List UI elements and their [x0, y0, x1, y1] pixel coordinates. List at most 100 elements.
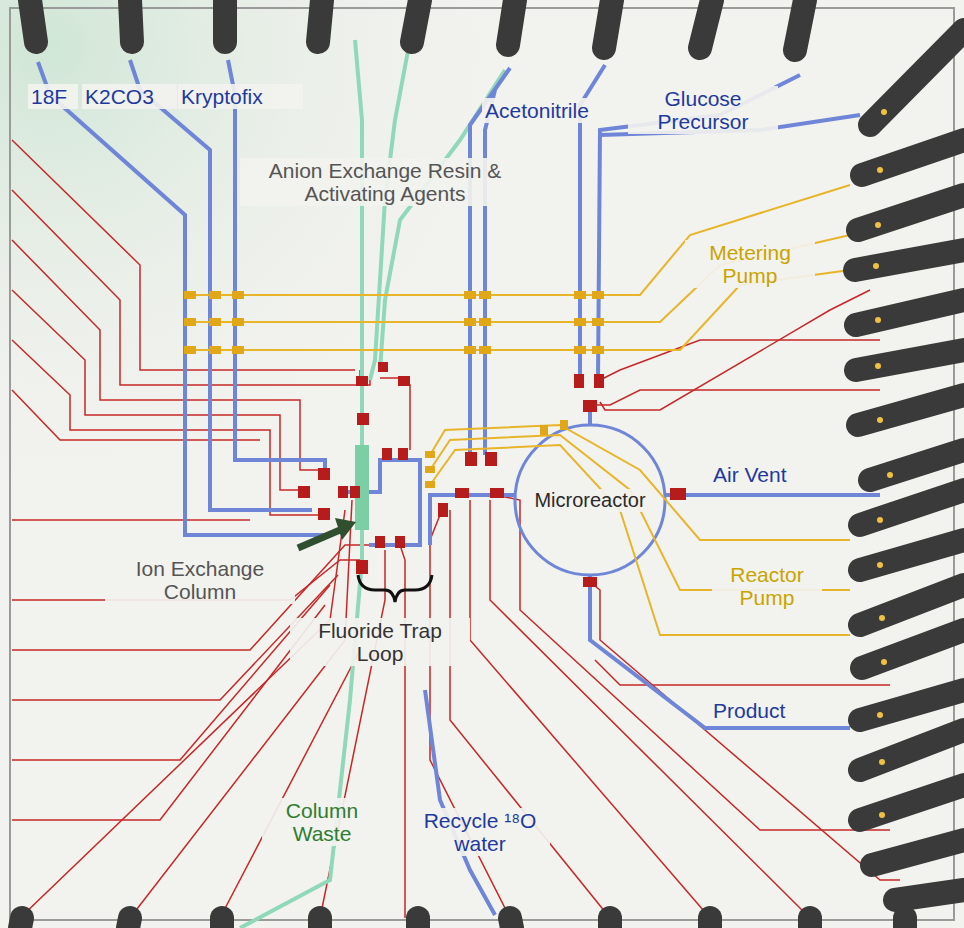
pin-highlight — [877, 167, 883, 173]
fluid-channel — [485, 90, 495, 455]
pump-valve — [592, 346, 604, 354]
control-line — [12, 240, 318, 470]
connector-pin — [700, 0, 712, 48]
connector-pin — [698, 918, 722, 928]
pump-valve — [574, 346, 586, 354]
channel-label: 18F — [28, 84, 78, 109]
valve — [350, 486, 360, 498]
connector-pin — [130, 0, 132, 42]
control-line — [600, 340, 880, 380]
pump-valve — [425, 481, 435, 488]
control-line — [595, 390, 880, 405]
valve — [395, 536, 405, 548]
pin-highlight — [879, 615, 885, 621]
connector-pin — [308, 918, 332, 928]
valve — [382, 448, 392, 460]
channel-label: Reactor Pump — [712, 562, 822, 610]
connector-pin — [862, 140, 964, 175]
pin-highlight — [877, 712, 883, 718]
pump-valve — [464, 318, 476, 326]
pump-valve — [232, 291, 244, 299]
channel-label: Column Waste — [262, 798, 382, 846]
fluid-channel — [425, 690, 495, 915]
valve — [438, 503, 448, 517]
connector-pin — [870, 30, 964, 125]
connector-pin — [128, 918, 130, 928]
control-line — [20, 510, 345, 918]
valve — [298, 486, 310, 498]
pin-highlight — [875, 317, 881, 323]
pump-valve — [184, 318, 196, 326]
valve — [338, 486, 348, 498]
pointer-arrowhead — [335, 518, 356, 540]
connector-pin — [860, 730, 964, 770]
control-line — [450, 510, 610, 918]
bracket — [358, 575, 432, 602]
pump-valve — [574, 291, 586, 299]
pump-valve — [425, 466, 435, 473]
control-line — [12, 390, 260, 440]
pump-valve — [209, 291, 221, 299]
connector-pin — [893, 918, 917, 928]
valve — [375, 536, 385, 548]
fluid-channel — [228, 60, 325, 478]
connector-pin — [20, 0, 964, 928]
fluid-channel — [369, 460, 420, 545]
fluid-channel — [130, 60, 312, 510]
connector-pin — [895, 890, 964, 900]
pump-valve — [232, 318, 244, 326]
connector-pin — [798, 918, 822, 928]
control-line — [12, 605, 325, 820]
channel-label: Metering Pump — [685, 240, 815, 288]
connector-pin — [860, 785, 964, 820]
channel-label: Anion Exchange Resin & Activating Agents — [240, 158, 530, 206]
connector-pin — [604, 0, 612, 48]
valve — [485, 452, 497, 466]
connector-pin — [510, 918, 512, 928]
pin-highlight — [875, 363, 881, 369]
valve — [574, 374, 584, 388]
valve — [583, 577, 597, 587]
fluid-channel — [598, 75, 800, 380]
pin-highlight — [881, 109, 887, 115]
pin-highlight — [877, 562, 883, 568]
fluid-channel — [665, 493, 880, 497]
fluid-channel — [470, 68, 510, 455]
connector-pin — [860, 690, 964, 720]
connector-pin — [862, 630, 964, 668]
valve — [318, 468, 330, 480]
connector-pin — [598, 918, 622, 928]
valve — [318, 508, 330, 520]
pump-valve — [540, 425, 548, 435]
connector-pin — [412, 0, 420, 42]
channel-label: Fluoride Trap Loop — [290, 618, 470, 666]
pin-highlight — [873, 109, 893, 818]
resin-channel — [370, 40, 410, 380]
pin-highlight — [887, 472, 893, 478]
control-line — [380, 378, 410, 450]
control-line — [495, 495, 890, 830]
fluid-channel — [430, 495, 515, 545]
pin-highlight — [879, 759, 885, 765]
pump-valve — [560, 420, 568, 430]
resin-channel — [240, 560, 362, 928]
connector-pin — [210, 918, 234, 928]
connector-pin — [858, 395, 964, 425]
pump-line — [185, 235, 850, 322]
valve — [356, 560, 368, 574]
connector-pin — [30, 0, 36, 42]
valve — [378, 362, 388, 372]
fluid-channel — [38, 62, 330, 535]
fluid-channel — [38, 60, 880, 915]
valve — [356, 376, 368, 386]
valve — [298, 362, 686, 587]
node-label: Microreactor — [532, 489, 647, 512]
pump-valve — [479, 346, 491, 354]
pump-valve — [209, 318, 221, 326]
pump-line — [430, 445, 850, 635]
channel-label: Glucose Precursor — [628, 86, 778, 134]
channel-label: Product — [710, 698, 810, 723]
pump-valve — [592, 318, 604, 326]
connector-pin — [856, 300, 964, 325]
